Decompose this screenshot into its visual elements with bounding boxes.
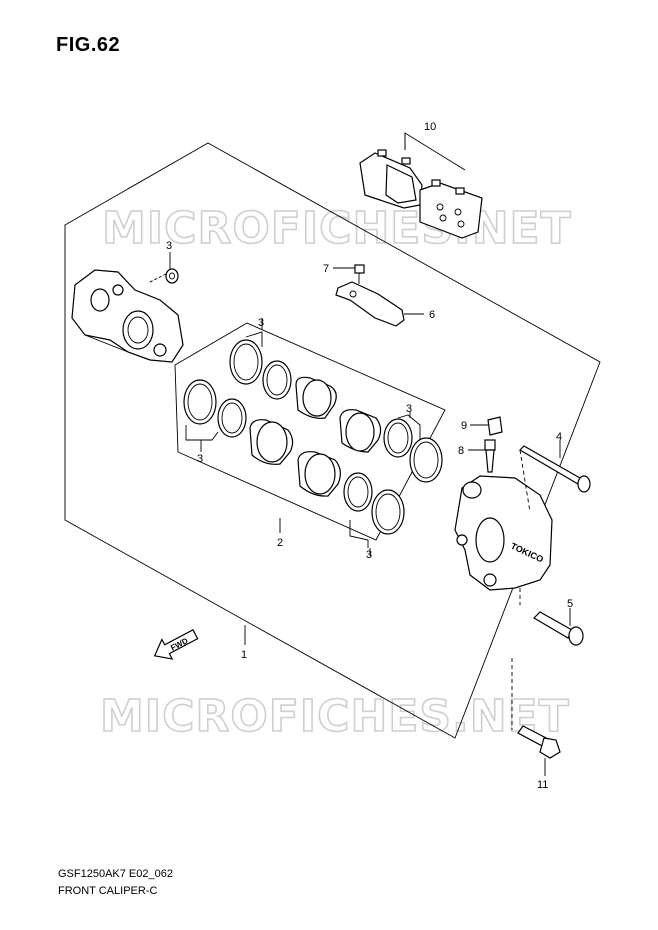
seal-kit-frame bbox=[174, 322, 446, 541]
left-caliper-washer bbox=[147, 252, 179, 284]
pistons bbox=[249, 376, 382, 497]
callout-7: 7 bbox=[323, 263, 329, 275]
left-caliper-body bbox=[71, 269, 184, 363]
callout-2: 2 bbox=[277, 537, 283, 549]
callouts: 1 2 3 3 3 3 3 4 5 6 7 8 9 10 11 bbox=[166, 121, 573, 791]
piston-seals-right bbox=[343, 414, 443, 548]
bleeder-cap bbox=[470, 416, 503, 436]
callout-11: 11 bbox=[537, 779, 548, 791]
callout-4: 4 bbox=[556, 431, 562, 443]
callout-8: 8 bbox=[458, 445, 464, 457]
brake-pad-lower bbox=[419, 179, 483, 239]
bleeder-valve bbox=[468, 439, 496, 473]
watermark-top: MICROFICHES.NET bbox=[102, 203, 572, 254]
pad-pin bbox=[519, 440, 591, 513]
callout-3-top: 3 bbox=[258, 317, 264, 329]
brake-pad-upper bbox=[359, 149, 423, 209]
callout-3-bottom: 3 bbox=[366, 549, 372, 561]
figure-footer: GSF1250AK7 E02_062 FRONT CALIPER-C bbox=[58, 866, 173, 900]
figure-title: FIG.62 bbox=[56, 34, 121, 56]
callout-9: 9 bbox=[461, 420, 467, 432]
pad-spring-screw bbox=[333, 264, 365, 284]
pad-spring bbox=[335, 281, 424, 327]
caliper-bolt-upper bbox=[519, 588, 584, 646]
callout-5: 5 bbox=[567, 598, 573, 610]
right-caliper-body: TOKICO bbox=[454, 475, 553, 591]
callout-10: 10 bbox=[424, 121, 436, 133]
callout-3-washer: 3 bbox=[166, 240, 172, 252]
pad-set-group-lines bbox=[404, 132, 466, 171]
piston-seals-left bbox=[183, 331, 292, 441]
leader-lines bbox=[200, 318, 411, 645]
watermark-bottom: MICROFICHES.NET bbox=[100, 691, 570, 742]
callout-1: 1 bbox=[241, 649, 247, 661]
forward-direction-arrow: FWD bbox=[153, 628, 199, 660]
figure-code: GSF1250AK7 E02_062 bbox=[58, 868, 173, 880]
figure-name: FRONT CALIPER-C bbox=[58, 885, 158, 897]
callout-3-right: 3 bbox=[406, 403, 412, 415]
caliper-bolt-lower bbox=[511, 658, 561, 776]
callout-6: 6 bbox=[429, 309, 435, 321]
callout-3-left: 3 bbox=[197, 453, 203, 465]
